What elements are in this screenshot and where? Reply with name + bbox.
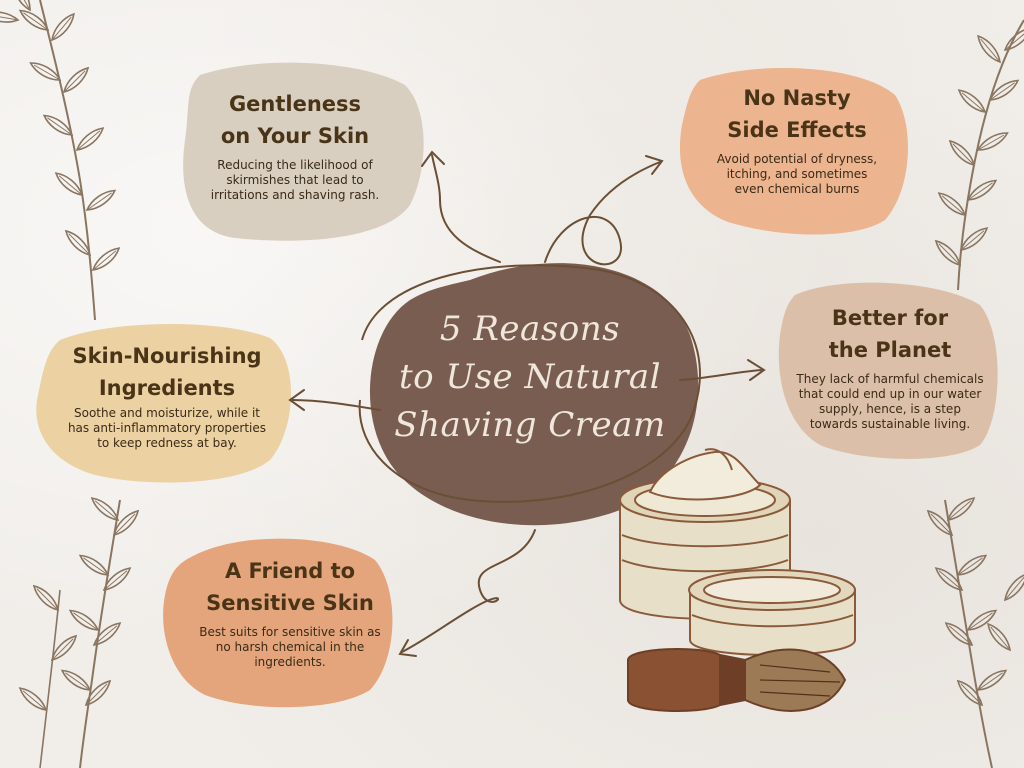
blob-no-nasty [679, 68, 908, 235]
center-blob [369, 263, 699, 526]
reason-card-gentleness: Gentleness on Your Skin Reducing the lik… [205, 88, 385, 203]
reason-title: Skin-Nourishing Ingredients [72, 344, 262, 400]
blob-skin-nourishing [36, 323, 292, 483]
reason-body: Soothe and moisturize, while it has anti… [67, 406, 267, 450]
blob-gentleness [183, 62, 424, 241]
reason-body: Reducing the likelihood of skirmishes th… [210, 158, 380, 202]
blob-friend-sensitive [163, 538, 393, 708]
shaving-brush-icon [627, 648, 847, 712]
reason-card-no-nasty: No Nasty Side Effects Avoid potential of… [712, 82, 882, 197]
reason-card-better-planet: Better for the Planet They lack of harmf… [795, 302, 985, 432]
arrow-to-skin-nourishing [288, 389, 381, 411]
reason-title: No Nasty Side Effects [727, 86, 867, 142]
arrow-to-friend-sensitive [398, 529, 536, 657]
reason-body: Avoid potential of dryness, itching, and… [716, 152, 878, 196]
reason-title: Better for the Planet [828, 306, 952, 362]
leaf-branch-icon [16, 493, 143, 768]
blob-better-planet [778, 282, 998, 459]
arrow-to-better-planet [679, 359, 766, 381]
reason-title: A Friend to Sensitive Skin [206, 559, 374, 615]
reason-card-skin-nourishing: Skin-Nourishing Ingredients Soothe and m… [62, 340, 272, 451]
arrow-to-no-nasty [544, 155, 664, 266]
reason-card-friend-sensitive: A Friend to Sensitive Skin Best suits fo… [190, 555, 390, 670]
arrow-to-gentleness [421, 150, 501, 263]
leaf-branch-icon [931, 19, 1024, 291]
bowl-icon [688, 569, 856, 656]
center-swirl [358, 264, 701, 503]
leaf-branch-icon [923, 493, 1024, 768]
reason-body: Best suits for sensitive skin as no hars… [199, 625, 381, 669]
reason-body: They lack of harmful chemicals that coul… [796, 372, 984, 431]
reason-title: Gentleness on Your Skin [220, 92, 370, 148]
center-title: 5 Reasons to Use Natural Shaving Cream [394, 309, 666, 445]
leaf-branch-icon [0, 0, 123, 321]
arrows [288, 150, 766, 657]
